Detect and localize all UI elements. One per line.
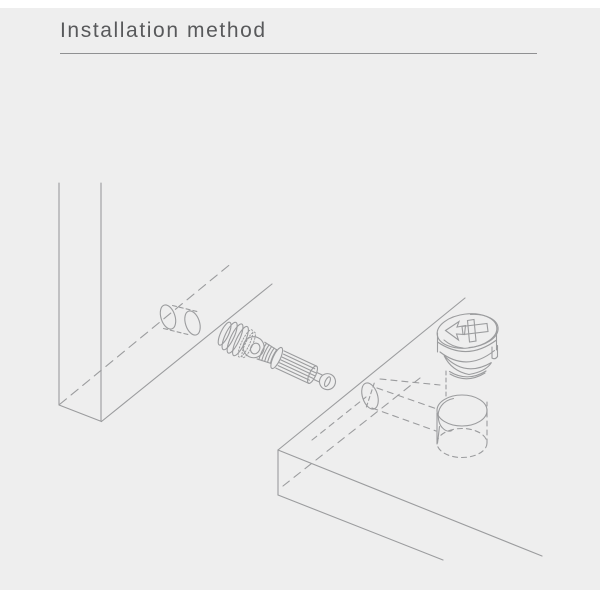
page-title: Installation method <box>60 19 267 42</box>
line-art-layer <box>58 182 543 561</box>
cam-lock-fitting <box>436 313 499 380</box>
title-underline <box>60 53 537 54</box>
cam-bolt-dowel <box>217 321 337 391</box>
bolt-channel <box>371 378 441 432</box>
installation-canvas: Installation method <box>0 8 600 590</box>
cam-hole <box>436 370 488 459</box>
vertical-panel <box>58 182 273 423</box>
board-panel <box>277 297 543 561</box>
panel-dowel-hole <box>159 304 201 336</box>
board-edge-hole <box>311 382 379 441</box>
installation-diagram <box>58 182 543 561</box>
